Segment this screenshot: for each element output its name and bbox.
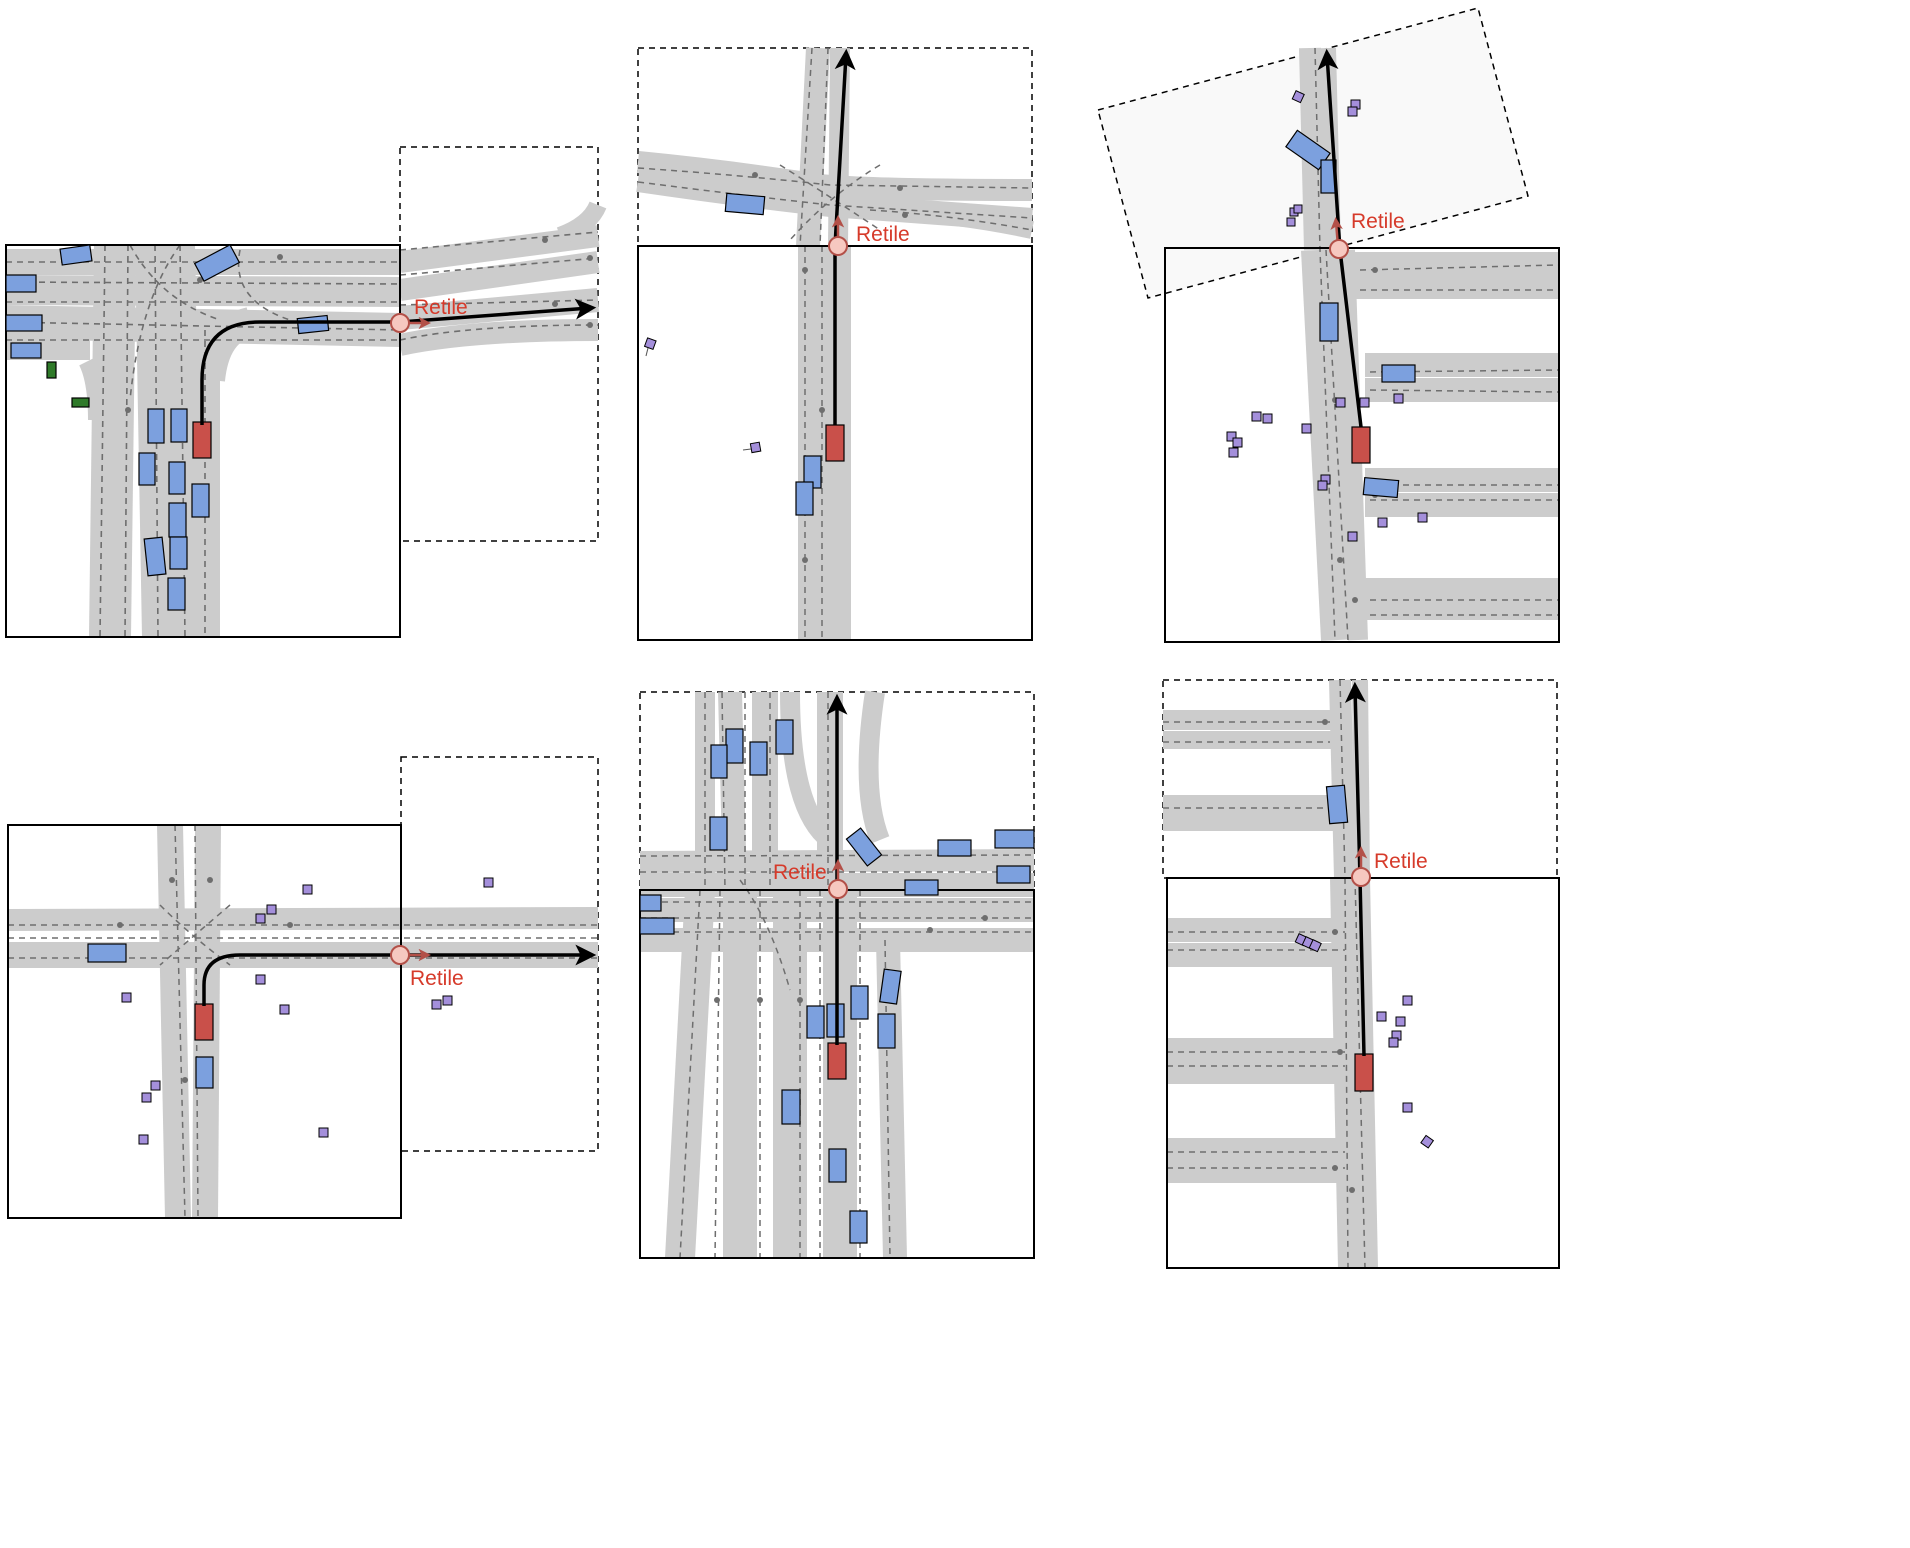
current-tile [5,244,401,638]
retile-label: Retile [1374,850,1428,873]
retile-point [390,945,410,965]
retile-label: Retile [414,296,468,319]
planned-path [202,944,597,1006]
retile-point [828,236,848,256]
scene-straight-top: Retile [636,47,1034,641]
planned-path [200,298,597,425]
ego-vehicle [1351,426,1371,464]
ego-vehicle [825,424,845,462]
lane-nodes [1322,719,1355,1193]
scene-left-turn-bottom: Retile [7,756,599,1219]
lane-nodes [117,877,293,1083]
lane-lines [1163,679,1366,1269]
vehicles [5,243,330,611]
retile-label: Retile [773,861,827,884]
retile-point [828,879,848,899]
ego-vehicle [194,1003,214,1041]
retile-point [1351,867,1371,887]
lane-lines [5,231,599,638]
scene-straight-rotated-tile: Retile [1097,7,1560,643]
lane-lines [637,47,1033,640]
scene-straight-bottom: Retile [1162,679,1560,1269]
pedestrians [1294,933,1435,1149]
retile-label: Retile [856,223,910,246]
current-tile [1164,247,1560,643]
road-network [5,201,607,638]
vehicles [1285,129,1416,499]
scene-straight-intersection-bottom: Retile [639,690,1035,1259]
scene-left-turn-top: Retile [5,146,607,638]
ego-vehicle [1354,1053,1374,1092]
retile-label: Retile [1351,210,1405,233]
pedestrians [121,877,494,1145]
retile-point [390,313,410,333]
pedestrians [1226,90,1428,542]
current-tile [7,824,402,1219]
ego-vehicle [192,421,212,459]
retile-label: Retile [410,967,464,990]
lane-nodes [752,172,908,563]
pedestrians [643,337,762,454]
vehicles [639,719,1035,1244]
lane-lines [1314,47,1559,641]
ego-vehicle [827,1042,847,1080]
retile-point [1329,239,1349,259]
